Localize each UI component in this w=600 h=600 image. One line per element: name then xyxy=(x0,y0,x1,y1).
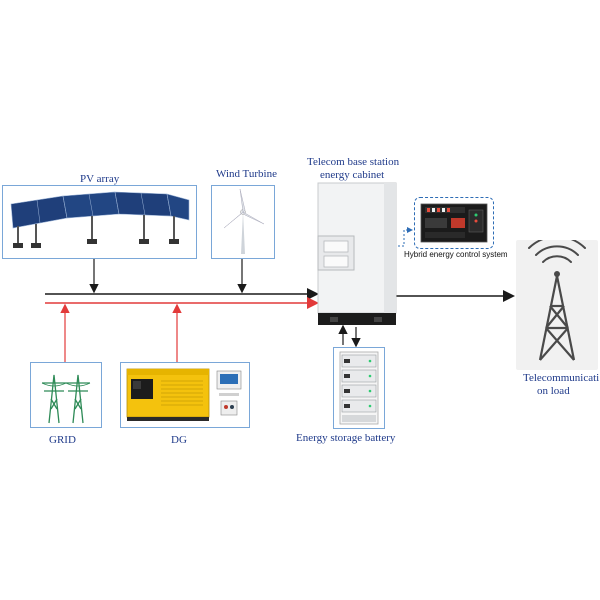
battery-frame xyxy=(333,347,385,429)
control-unit-icon xyxy=(420,203,488,243)
cabinet-label-line1: Telecom base station xyxy=(307,156,400,168)
battery-rack-icon xyxy=(339,351,379,425)
load-label-line1: Telecommunicati xyxy=(523,372,600,384)
wind-turbine-icon xyxy=(223,188,265,254)
telecom-tower-icon xyxy=(528,240,586,361)
pv-array-frame xyxy=(2,185,197,259)
battery-label: Energy storage battery xyxy=(296,432,396,444)
wind-turbine-frame xyxy=(211,185,275,259)
solar-panel-carport-icon xyxy=(10,191,190,248)
telecom-load-box xyxy=(516,240,598,370)
dg-label: DG xyxy=(171,434,187,446)
transmission-tower-icon xyxy=(41,374,91,424)
dg-frame xyxy=(120,362,250,428)
load-label-line2: on load xyxy=(537,385,570,397)
control-system-label: Hybrid energy control system xyxy=(404,250,508,259)
control-system-frame xyxy=(414,197,494,249)
pv-array-label: PV array xyxy=(80,173,120,185)
diesel-generator-icon xyxy=(126,368,242,421)
grid-label: GRID xyxy=(49,434,76,446)
control-link-line xyxy=(398,227,413,247)
wind-turbine-label: Wind Turbine xyxy=(216,168,277,180)
cabinet-label-line2: energy cabinet xyxy=(320,169,385,181)
grid-frame xyxy=(30,362,102,428)
